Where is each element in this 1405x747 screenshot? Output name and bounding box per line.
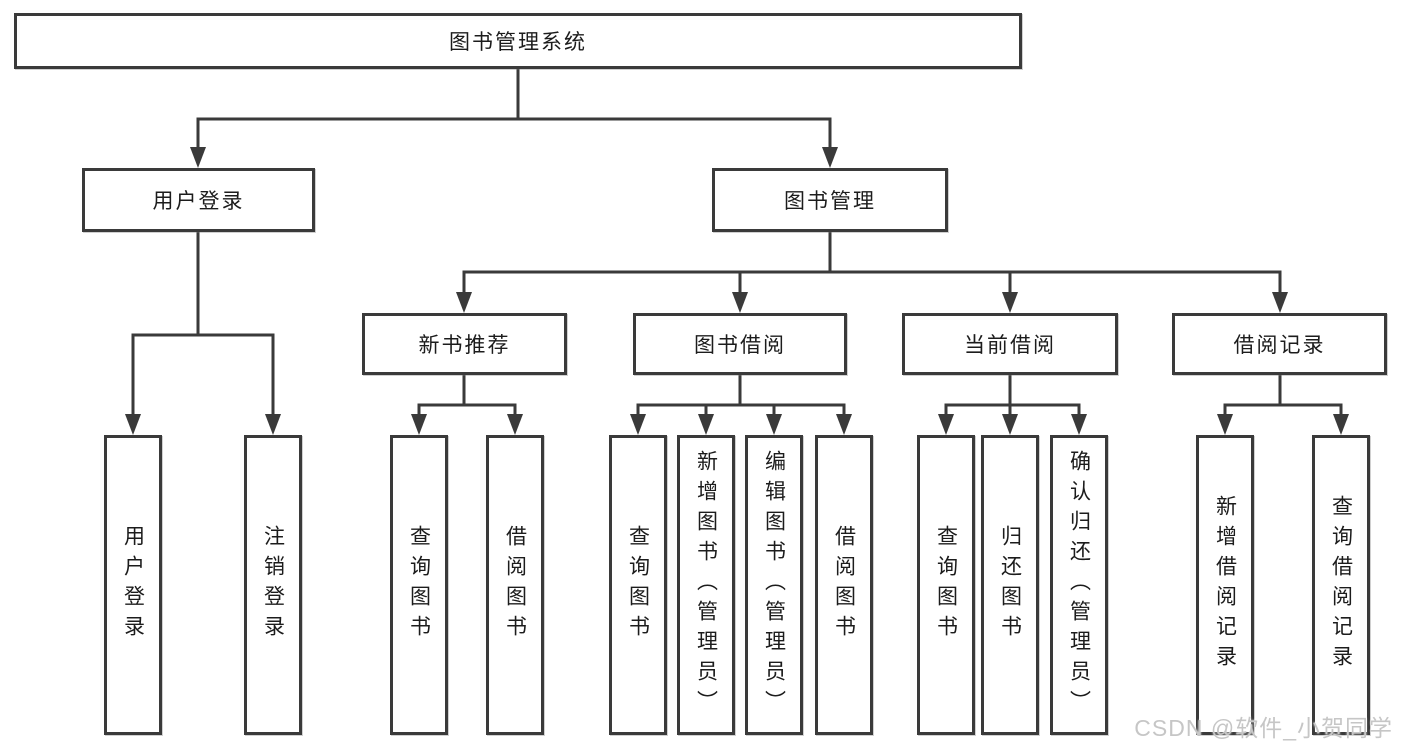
leaf-recommend-query-books: 查询图书 xyxy=(390,435,448,735)
leaf-logout-label: 注销登录 xyxy=(261,525,285,645)
leaf-user-login: 用户登录 xyxy=(104,435,162,735)
leaf-borrow-query-books-label: 查询图书 xyxy=(626,525,650,645)
node-book-management-label: 图书管理 xyxy=(784,190,876,213)
leaf-current-query-books: 查询图书 xyxy=(917,435,975,735)
node-current-borrow: 当前借阅 xyxy=(902,313,1118,375)
leaf-current-query-books-label: 查询图书 xyxy=(934,525,958,645)
leaf-current-return-books: 归还图书 xyxy=(981,435,1039,735)
leaf-records-query-record-label: 查询借阅记录 xyxy=(1329,495,1353,675)
leaf-borrow-add-books-admin-label: 新增图书（管理员） xyxy=(694,450,718,720)
arrowheads xyxy=(125,147,1349,435)
leaf-user-login-label: 用户登录 xyxy=(121,525,145,645)
node-book-borrow-label: 图书借阅 xyxy=(694,334,786,357)
leaf-records-query-record: 查询借阅记录 xyxy=(1312,435,1370,735)
leaf-borrow-add-books-admin: 新增图书（管理员） xyxy=(677,435,735,735)
leaf-borrow-query-books: 查询图书 xyxy=(609,435,667,735)
leaf-records-add-record-label: 新增借阅记录 xyxy=(1213,495,1237,675)
node-borrow-records-label: 借阅记录 xyxy=(1233,334,1326,357)
node-new-book-recommend-label: 新书推荐 xyxy=(418,334,511,357)
leaf-logout: 注销登录 xyxy=(244,435,302,735)
leaf-current-return-books-label: 归还图书 xyxy=(998,525,1022,645)
node-root-label: 图书管理系统 xyxy=(449,31,587,54)
leaf-borrow-edit-books-admin-label: 编辑图书（管理员） xyxy=(762,450,786,720)
leaf-borrow-borrow-books: 借阅图书 xyxy=(815,435,873,735)
leaf-current-confirm-return-admin: 确认归还（管理员） xyxy=(1050,435,1108,735)
leaf-recommend-borrow-books-label: 借阅图书 xyxy=(503,525,527,645)
node-user-login: 用户登录 xyxy=(82,168,315,232)
csdn-watermark: CSDN @软件_小贺同学 xyxy=(1134,715,1393,741)
node-root: 图书管理系统 xyxy=(14,13,1022,69)
leaf-borrow-edit-books-admin: 编辑图书（管理员） xyxy=(745,435,803,735)
node-new-book-recommend: 新书推荐 xyxy=(362,313,567,375)
node-borrow-records: 借阅记录 xyxy=(1172,313,1387,375)
node-current-borrow-label: 当前借阅 xyxy=(964,334,1056,357)
leaf-records-add-record: 新增借阅记录 xyxy=(1196,435,1254,735)
leaf-current-confirm-return-admin-label: 确认归还（管理员） xyxy=(1067,450,1091,720)
leaf-recommend-query-books-label: 查询图书 xyxy=(407,525,431,645)
leaf-borrow-borrow-books-label: 借阅图书 xyxy=(832,525,856,645)
node-book-borrow: 图书借阅 xyxy=(633,313,847,375)
leaf-recommend-borrow-books: 借阅图书 xyxy=(486,435,544,735)
node-user-login-label: 用户登录 xyxy=(152,190,245,213)
node-book-management: 图书管理 xyxy=(712,168,948,232)
